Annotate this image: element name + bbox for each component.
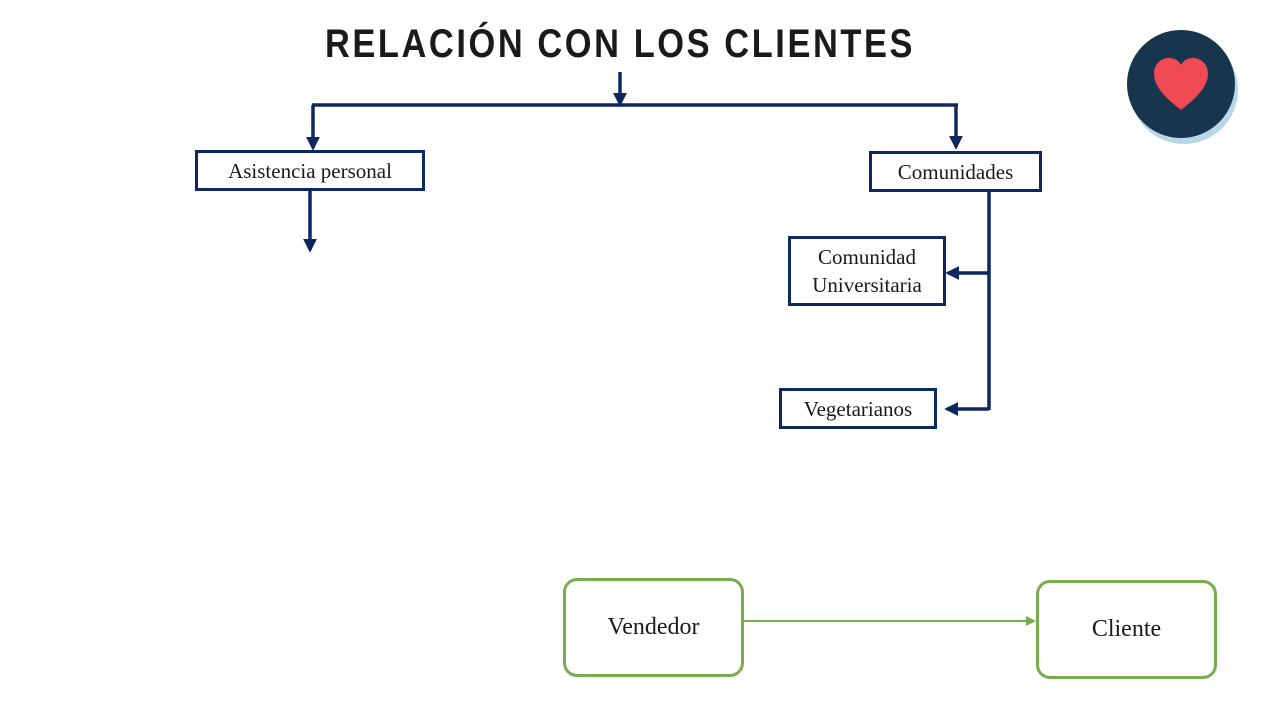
node-comunidades: Comunidades bbox=[869, 151, 1042, 192]
node-vegetarianos: Vegetarianos bbox=[779, 388, 937, 429]
heart-badge bbox=[1127, 30, 1238, 144]
node-comunidad-universitaria: Comunidad Universitaria bbox=[788, 236, 946, 306]
heart-icon bbox=[1154, 58, 1208, 110]
node-asistencia-personal: Asistencia personal bbox=[195, 150, 425, 191]
page-title: RELACIÓN CON LOS CLIENTES bbox=[324, 22, 916, 66]
flow-node-cliente: Cliente bbox=[1036, 580, 1217, 679]
flow-node-vendedor: Vendedor bbox=[563, 578, 744, 677]
